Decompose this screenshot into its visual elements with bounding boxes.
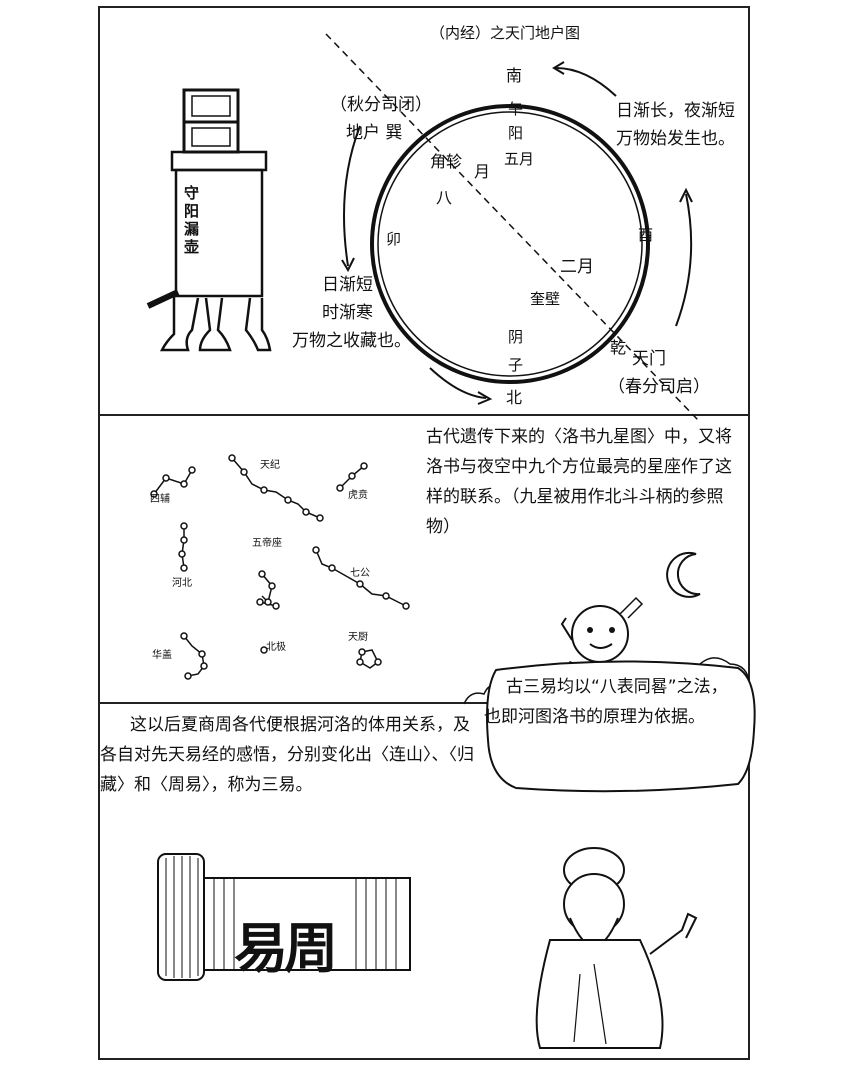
wuyue-label: 五月 [504, 150, 535, 168]
eryue-label: 二月 [560, 257, 594, 277]
crescent-moon-icon [666, 551, 701, 598]
qian-label: 乾 [610, 338, 627, 357]
zi-label: 子 [508, 356, 524, 374]
panel-three-yi: 这以后夏商周各代便根据河洛的体用关系，及各自对先天易经的感悟，分别变化出〈连山〉… [98, 660, 756, 1060]
speech-bubble [486, 660, 756, 793]
ba-label: 八 [436, 188, 453, 207]
cosmic-circle [370, 104, 650, 384]
diagram-title: （内经）之天门地户图 [430, 24, 581, 42]
mao-label: 卯 [386, 230, 402, 248]
wu-label: 午 [508, 100, 524, 118]
star-name: 北极 [266, 642, 286, 653]
arrows [341, 61, 693, 405]
sage-figure [535, 847, 698, 1049]
star-name: 华盖 [152, 650, 172, 661]
star-name: 七公 [350, 568, 370, 579]
yang-label: 阳 [508, 124, 524, 142]
jiaozhen-label: 角轸 [430, 152, 463, 171]
time-cold-label: 时渐寒 [322, 303, 373, 323]
south-label: 南 [506, 66, 523, 85]
star-name: 天纪 [260, 460, 280, 471]
kuibi-label: 奎壁 [530, 290, 561, 308]
panel-heaven-earth-diagram: （内经）之天门地户图 守阳漏壶 南 午 阳 五月 角轸 月 八 卯 酉 [98, 6, 750, 421]
dashed-axis-line [325, 33, 699, 421]
star-name: 四辅 [150, 494, 170, 505]
star-name: 虎贲 [348, 490, 368, 501]
tianmen-label: 天门 [632, 349, 666, 369]
star-map [150, 454, 410, 680]
star-name: 五帝座 [252, 538, 282, 549]
dihu-xun-label: 地户 巽 [346, 123, 403, 143]
star-name: 天厨 [348, 632, 368, 643]
autumn-close-label: （秋分司闭） [330, 95, 432, 115]
day-short-label: 日渐短 [322, 275, 373, 295]
scroll-illustration [157, 853, 411, 981]
harvest-label: 万物之收藏也。 [292, 331, 411, 351]
you-label: 酉 [638, 226, 654, 244]
day-long-label: 日渐长，夜渐短 [616, 101, 735, 121]
bubble-text: 古三易均以“八表同晷”之法，也即河图洛书的原理为依据。 [484, 677, 728, 727]
yue-label: 月 [474, 162, 491, 181]
luoshu-caption: 古代遗传下来的〈洛书九星图〉中，又将洛书与夜空中九个方位最亮的星座作了这样的联系… [426, 427, 732, 537]
star-name: 河北 [172, 578, 192, 589]
grow-label: 万物始发生也。 [616, 129, 735, 149]
water-clock-illustration [146, 88, 272, 352]
spring-open-label: （春分司启） [608, 377, 710, 397]
scroll-title: 易周 [234, 916, 338, 980]
vessel-label: 守阳漏壶 [184, 184, 200, 256]
yin-label: 阴 [508, 328, 524, 346]
north-label: 北 [506, 388, 523, 407]
three-yi-caption: 这以后夏商周各代便根据河洛的体用关系，及各自对先天易经的感悟，分别变化出〈连山〉… [100, 715, 474, 795]
